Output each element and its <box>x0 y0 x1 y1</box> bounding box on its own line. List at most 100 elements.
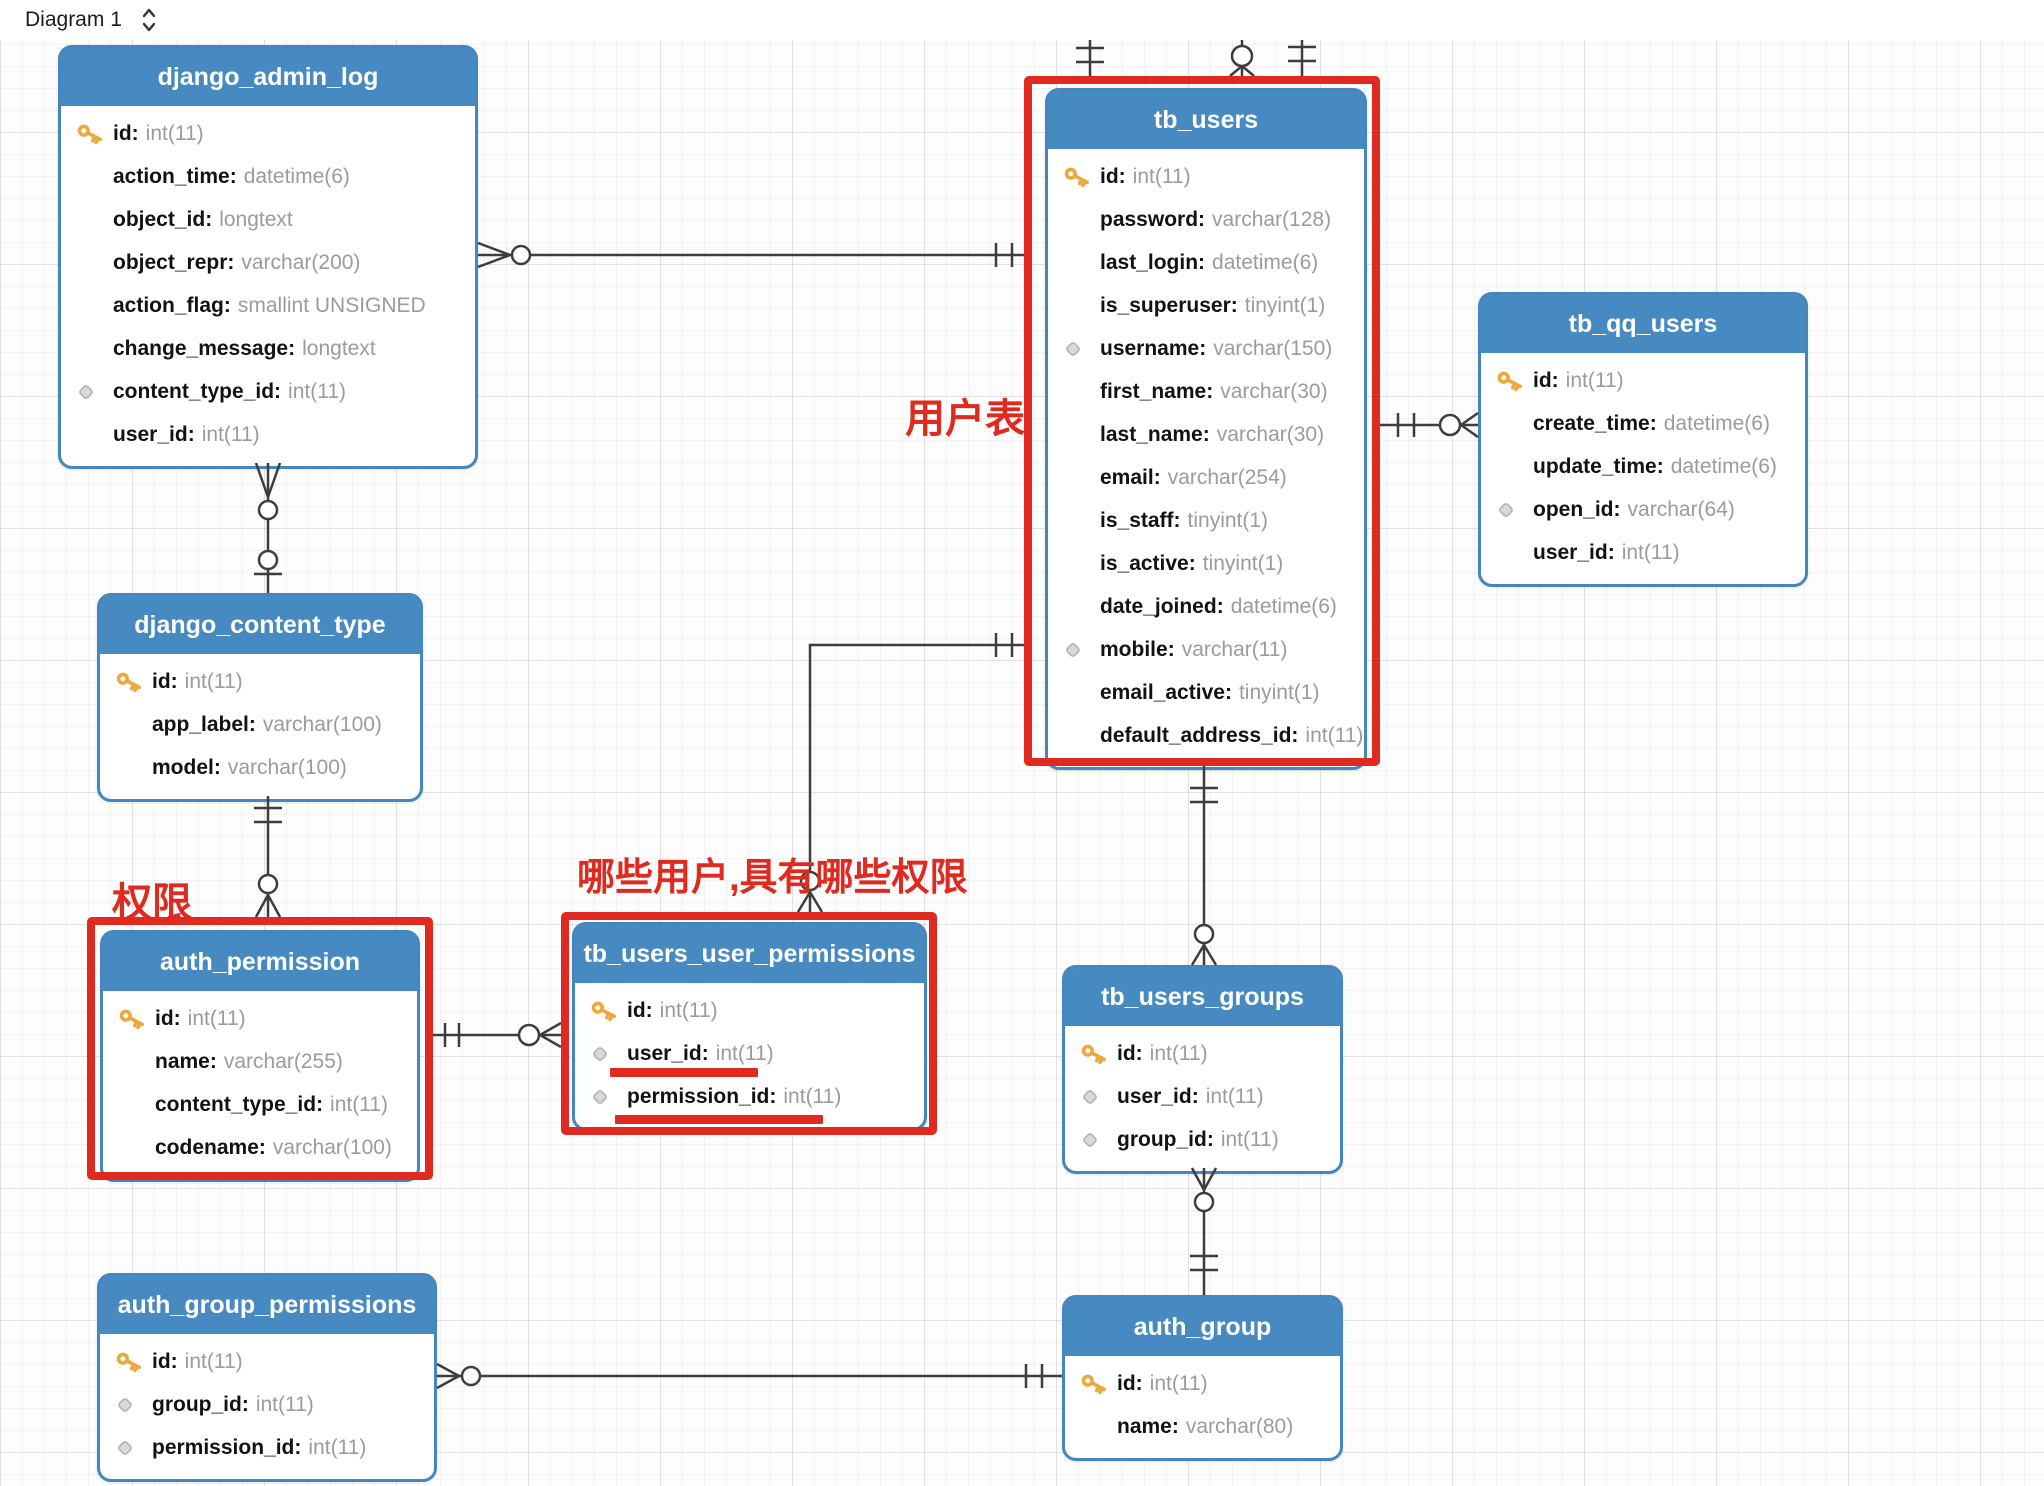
index-diamond-icon <box>114 1394 152 1416</box>
table-header[interactable]: tb_qq_users <box>1481 295 1805 353</box>
red-underline-user-id <box>610 1068 758 1077</box>
index-diamond-icon <box>1495 499 1533 521</box>
table-header[interactable]: tb_users_user_permissions <box>575 925 924 983</box>
primary-key-icon <box>75 119 113 149</box>
table-header[interactable]: django_admin_log <box>61 48 475 106</box>
field-row-group_id[interactable]: group_idint(11) <box>100 1383 434 1426</box>
field-row-id[interactable]: idint(11) <box>1048 155 1364 198</box>
annotation-permission: 权限 <box>112 881 192 925</box>
table-django_admin_log[interactable]: django_admin_logidint(11)action_timedate… <box>58 45 478 469</box>
connector-stub-top-left[interactable] <box>1076 40 1104 76</box>
field-type: datetime(6) <box>243 164 350 188</box>
field-type: datetime(6) <box>1663 411 1770 435</box>
field-row-id[interactable]: idint(11) <box>61 112 475 155</box>
field-row-first_name[interactable]: first_namevarchar(30) <box>1048 370 1364 413</box>
field-row-open_id[interactable]: open_idvarchar(64) <box>1481 488 1805 531</box>
connector-stub-top-middle[interactable] <box>1229 38 1255 77</box>
field-name: content_type_id <box>155 1093 323 1117</box>
field-row-action_time[interactable]: action_timedatetime(6) <box>61 155 475 198</box>
field-row-change_message[interactable]: change_messagelongtext <box>61 327 475 370</box>
primary-key-icon <box>589 996 627 1026</box>
table-header[interactable]: auth_group <box>1065 1298 1340 1356</box>
field-row-id[interactable]: idint(11) <box>100 1340 434 1383</box>
field-row-last_login[interactable]: last_logindatetime(6) <box>1048 241 1364 284</box>
connector-django_admin_log-django_content_type[interactable] <box>254 462 282 593</box>
field-name: app_label <box>152 713 256 737</box>
field-row-is_active[interactable]: is_activetinyint(1) <box>1048 542 1364 585</box>
table-body: idint(11)action_timedatetime(6)object_id… <box>61 106 475 466</box>
field-row-email[interactable]: emailvarchar(254) <box>1048 456 1364 499</box>
connector-auth_group_permissions-auth_group[interactable] <box>436 1362 1062 1390</box>
field-type: int(11) <box>145 121 204 145</box>
field-type: int(11) <box>783 1084 842 1108</box>
table-auth_group[interactable]: auth_group idint(11)namevarchar(80) <box>1062 1295 1343 1461</box>
field-row-app_label[interactable]: app_labelvarchar(100) <box>100 703 420 746</box>
table-header[interactable]: django_content_type <box>100 596 420 654</box>
field-type: int(11) <box>1621 540 1680 564</box>
table-header[interactable]: auth_group_permissions <box>100 1276 434 1334</box>
index-diamond-icon <box>75 381 113 403</box>
field-row-object_id[interactable]: object_idlongtext <box>61 198 475 241</box>
field-row-date_joined[interactable]: date_joineddatetime(6) <box>1048 585 1364 628</box>
table-tb_users_user_permissions[interactable]: tb_users_user_permissions idint(11)user_i… <box>572 922 927 1131</box>
table-header[interactable]: tb_users <box>1048 91 1364 149</box>
table-tb_users[interactable]: tb_usersidint(11)passwordvarchar(128)las… <box>1045 88 1367 770</box>
field-row-content_type_id[interactable]: content_type_idint(11) <box>61 370 475 413</box>
table-django_content_type[interactable]: django_content_typeidint(11)app_labelvar… <box>97 593 423 802</box>
field-row-permission_id[interactable]: permission_idint(11) <box>575 1075 924 1118</box>
field-row-last_name[interactable]: last_namevarchar(30) <box>1048 413 1364 456</box>
connector-tb_users_groups-auth_group[interactable] <box>1190 1167 1218 1295</box>
table-auth_permission[interactable]: auth_permission idint(11)namevarchar(255)… <box>100 930 420 1182</box>
field-row-id[interactable]: idint(11) <box>1481 359 1805 402</box>
field-row-user_id[interactable]: user_idint(11) <box>1481 531 1805 574</box>
connector-tb_users-tb_users_groups[interactable] <box>1190 766 1218 966</box>
index-diamond-icon <box>589 1086 627 1108</box>
field-type: int(11) <box>255 1392 314 1416</box>
table-auth_group_permissions[interactable]: auth_group_permissions idint(11)group_idi… <box>97 1273 437 1482</box>
field-name: model <box>152 756 221 780</box>
field-row-update_time[interactable]: update_timedatetime(6) <box>1481 445 1805 488</box>
field-row-id[interactable]: idint(11) <box>575 989 924 1032</box>
field-row-email_active[interactable]: email_activetinyint(1) <box>1048 671 1364 714</box>
field-type: tinyint(1) <box>1202 551 1284 575</box>
table-tb_qq_users[interactable]: tb_qq_users idint(11)create_timedatetime(… <box>1478 292 1808 587</box>
field-row-name[interactable]: namevarchar(255) <box>103 1040 417 1083</box>
field-row-id[interactable]: idint(11) <box>1065 1362 1340 1405</box>
connector-auth_permission-tb_users_user_permissions[interactable] <box>433 1021 562 1049</box>
field-row-is_staff[interactable]: is_stafftinyint(1) <box>1048 499 1364 542</box>
field-name: id <box>1117 1042 1143 1066</box>
field-row-password[interactable]: passwordvarchar(128) <box>1048 198 1364 241</box>
connector-stub-top-right[interactable] <box>1288 40 1316 76</box>
connector-django_content_type-auth_permission[interactable] <box>254 796 282 918</box>
table-header[interactable]: auth_permission <box>103 933 417 991</box>
field-row-id[interactable]: idint(11) <box>103 997 417 1040</box>
field-row-user_id[interactable]: user_idint(11) <box>1065 1075 1340 1118</box>
connector-django_admin_log-tb_users[interactable] <box>477 241 1026 269</box>
field-type: varchar(100) <box>262 712 382 736</box>
field-row-mobile[interactable]: mobilevarchar(11) <box>1048 628 1364 671</box>
field-row-user_id[interactable]: user_idint(11) <box>575 1032 924 1075</box>
field-row-action_flag[interactable]: action_flagsmallint UNSIGNED <box>61 284 475 327</box>
field-row-codename[interactable]: codenamevarchar(100) <box>103 1126 417 1169</box>
table-header[interactable]: tb_users_groups <box>1065 968 1340 1026</box>
field-row-content_type_id[interactable]: content_type_idint(11) <box>103 1083 417 1126</box>
field-row-id[interactable]: idint(11) <box>1065 1032 1340 1075</box>
field-row-object_repr[interactable]: object_reprvarchar(200) <box>61 241 475 284</box>
connector-tb_users-tb_users_user_permissions[interactable] <box>796 633 1026 913</box>
field-row-is_superuser[interactable]: is_superusertinyint(1) <box>1048 284 1364 327</box>
connector-tb_users-tb_qq_users[interactable] <box>1380 411 1479 439</box>
field-name: action_time <box>113 165 237 189</box>
field-row-name[interactable]: namevarchar(80) <box>1065 1405 1340 1448</box>
table-tb_users_groups[interactable]: tb_users_groups idint(11)user_idint(11)gr… <box>1062 965 1343 1174</box>
field-row-username[interactable]: usernamevarchar(150) <box>1048 327 1364 370</box>
field-row-model[interactable]: modelvarchar(100) <box>100 746 420 789</box>
field-row-user_id[interactable]: user_idint(11) <box>61 413 475 456</box>
field-row-permission_id[interactable]: permission_idint(11) <box>100 1426 434 1469</box>
field-name: email_active <box>1100 681 1232 705</box>
field-row-id[interactable]: idint(11) <box>100 660 420 703</box>
field-row-create_time[interactable]: create_timedatetime(6) <box>1481 402 1805 445</box>
field-row-group_id[interactable]: group_idint(11) <box>1065 1118 1340 1161</box>
field-row-default_address_id[interactable]: default_address_idint(11) <box>1048 714 1364 757</box>
diagram-selector-button[interactable] <box>140 5 158 35</box>
